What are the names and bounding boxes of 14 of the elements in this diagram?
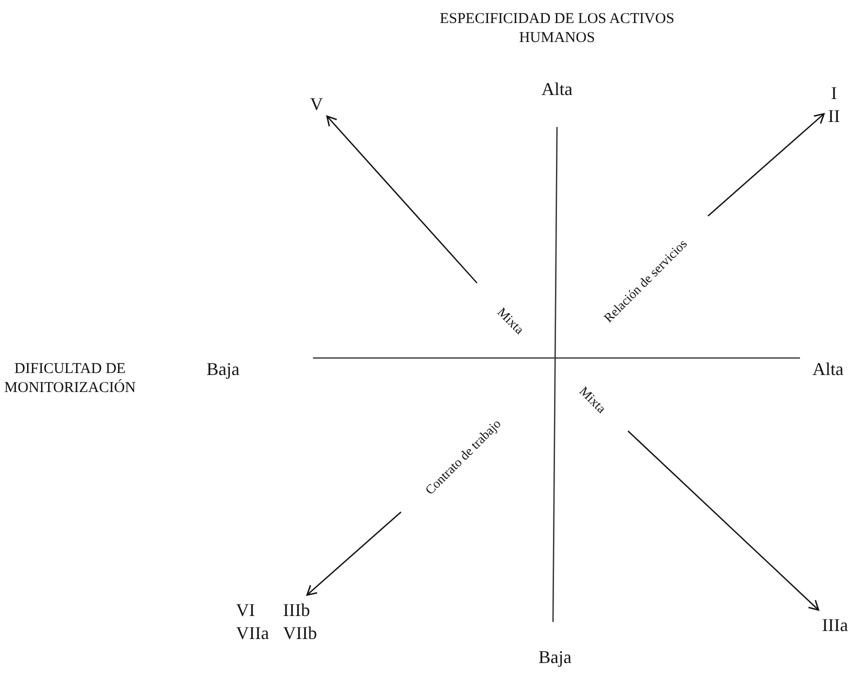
axis-end-label: Baja	[538, 646, 572, 668]
class-label: IIIa	[822, 614, 848, 637]
arrow	[708, 113, 825, 216]
arrow	[628, 430, 820, 611]
class-label: VI IIIb VIIa VIIb	[236, 599, 317, 645]
axis-end-label: Alta	[812, 358, 844, 380]
class-label: I II	[828, 82, 840, 128]
axis-end-label: Alta	[540, 78, 574, 100]
arrow	[306, 512, 402, 596]
arrow	[326, 115, 478, 284]
class-label: V	[310, 93, 323, 116]
axis-title: DIFICULTAD DE MONITORIZACIÓN	[3, 360, 137, 398]
axis-end-label: Baja	[206, 358, 240, 380]
axis-title: ESPECIFICIDAD DE LOS ACTIVOS HUMANOS	[438, 10, 676, 48]
